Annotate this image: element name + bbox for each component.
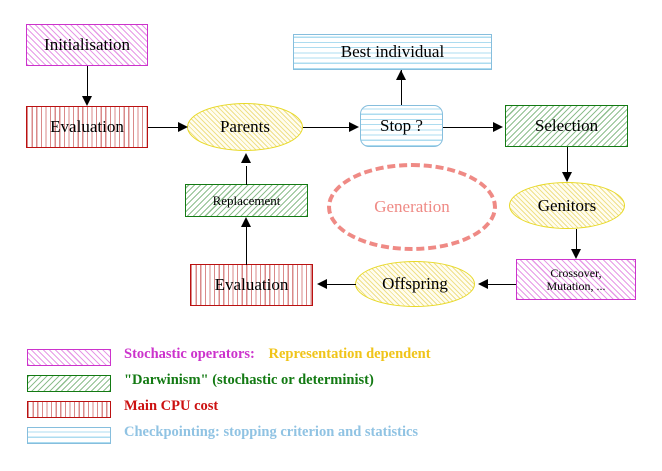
legend-swatch-darwinism — [27, 375, 111, 392]
node-parents-label: Parents — [219, 117, 271, 137]
edge-evaluation-to-parents — [148, 127, 180, 128]
node-evaluation-top[interactable]: Evaluation — [26, 106, 148, 148]
node-initialisation[interactable]: Initialisation — [26, 24, 148, 66]
legend-label-stochastic-operators-text: Stochastic operators: — [124, 346, 255, 362]
legend-label-main-cpu-cost-text: Main CPU cost — [124, 398, 219, 414]
legend-label-representation-dependent: Representation dependent — [268, 346, 431, 362]
legend-swatch-main-cpu-cost — [27, 401, 111, 418]
edge-offspring-to-evaluation — [325, 284, 356, 285]
legend-label-darwinism-text: "Darwinism" (stochastic or determinist) — [124, 372, 374, 388]
node-selection[interactable]: Selection — [505, 105, 628, 147]
edge-initialisation-to-evaluation-arrowhead — [82, 96, 92, 106]
edge-replacement-to-parents — [246, 166, 247, 185]
legend-label-stochastic-operators: Stochastic operators: Representation dep… — [124, 346, 431, 363]
edge-evaluation-to-replacement — [246, 227, 247, 265]
node-best-individual[interactable]: Best individual — [293, 34, 492, 70]
legend-label-main-cpu-cost: Main CPU cost — [124, 398, 218, 415]
node-genitors-label: Genitors — [537, 195, 597, 215]
edge-selection-to-genitors — [567, 147, 568, 175]
node-stop[interactable]: Stop ? — [360, 105, 443, 147]
edge-stop-to-best-individual — [401, 70, 402, 105]
node-replacement[interactable]: Replacement — [185, 184, 308, 217]
legend-label-darwinism: "Darwinism" (stochastic or determinist) — [124, 372, 374, 389]
edge-stop-to-selection — [443, 127, 495, 128]
node-generation-label: Generation — [374, 197, 450, 216]
node-best-individual-label: Best individual — [340, 42, 445, 62]
edge-stop-to-best-individual-arrowhead — [396, 70, 406, 80]
node-stop-label: Stop ? — [380, 116, 423, 136]
node-generation-loop: Generation — [327, 163, 497, 251]
edge-crossover-to-offspring — [486, 284, 516, 285]
edge-initialisation-to-evaluation — [87, 66, 88, 98]
node-genitors[interactable]: Genitors — [509, 182, 625, 229]
node-parents[interactable]: Parents — [187, 103, 303, 151]
node-replacement-label: Replacement — [212, 192, 281, 208]
node-offspring[interactable]: Offspring — [355, 261, 475, 307]
edge-evaluation-to-replacement-arrowhead — [241, 217, 251, 227]
edge-selection-to-genitors-arrowhead — [562, 172, 572, 182]
node-crossover-mutation-label: Crossover, Mutation, ... — [546, 265, 606, 293]
edge-crossover-to-offspring-arrowhead — [478, 279, 488, 289]
legend-swatch-checkpointing — [27, 427, 111, 444]
node-offspring-label: Offspring — [382, 274, 448, 294]
edge-genitors-to-crossover-arrowhead — [571, 249, 581, 259]
node-evaluation-top-label: Evaluation — [50, 117, 124, 137]
edge-replacement-to-parents-arrowhead — [241, 153, 251, 163]
node-crossover-mutation[interactable]: Crossover, Mutation, ... — [516, 259, 636, 300]
edge-parents-to-stop-arrowhead — [349, 122, 359, 132]
legend-label-checkpointing-text: Checkpointing: stopping criterion and st… — [124, 424, 419, 440]
node-initialisation-label: Initialisation — [44, 35, 130, 55]
legend-label-checkpointing: Checkpointing: stopping criterion and st… — [124, 424, 418, 441]
legend-swatch-stochastic-operators — [27, 349, 111, 366]
edge-parents-to-stop — [303, 127, 351, 128]
node-evaluation-bottom[interactable]: Evaluation — [190, 264, 313, 306]
edge-evaluation-to-parents-arrowhead — [178, 122, 188, 132]
edge-stop-to-selection-arrowhead — [493, 122, 503, 132]
edge-offspring-to-evaluation-arrowhead — [317, 279, 327, 289]
node-evaluation-bottom-label: Evaluation — [214, 275, 289, 295]
node-selection-label: Selection — [534, 116, 599, 136]
edge-genitors-to-crossover — [576, 229, 577, 251]
